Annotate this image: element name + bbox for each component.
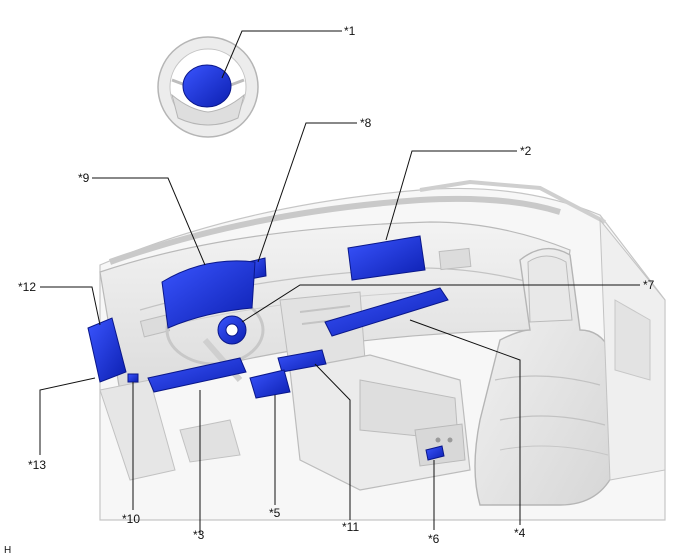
leader-lines bbox=[39, 30, 640, 535]
leader-11 bbox=[314, 363, 351, 520]
callout-10: *10 bbox=[122, 512, 141, 526]
callout-2: *2 bbox=[520, 144, 532, 158]
leader-8 bbox=[257, 122, 357, 263]
steering-wheel-airbag-part bbox=[182, 64, 232, 108]
component-2 bbox=[347, 235, 426, 281]
component-3 bbox=[147, 357, 247, 393]
leader-2 bbox=[385, 150, 517, 241]
leader-13 bbox=[39, 377, 96, 455]
component-4 bbox=[324, 287, 449, 337]
callout-9: *9 bbox=[78, 171, 90, 185]
callout-13: *13 bbox=[28, 458, 47, 472]
leader-9 bbox=[92, 177, 206, 266]
callout-6: *6 bbox=[428, 532, 440, 546]
leader-7 bbox=[241, 284, 640, 323]
leader-1 bbox=[221, 30, 342, 79]
center-console bbox=[289, 354, 471, 491]
leader-12 bbox=[40, 286, 101, 326]
callout-5: *5 bbox=[269, 506, 281, 520]
callout-11: *11 bbox=[342, 520, 360, 534]
callout-8: *8 bbox=[360, 116, 372, 130]
component-11 bbox=[277, 349, 327, 373]
component-9 bbox=[161, 260, 256, 329]
sheet-code: H bbox=[4, 545, 12, 556]
component-6 bbox=[425, 445, 445, 461]
component-10 bbox=[127, 373, 139, 383]
passenger-seat bbox=[474, 247, 616, 506]
callout-7: *7 bbox=[643, 278, 655, 292]
highlighted-components bbox=[87, 235, 449, 461]
callout-12: *12 bbox=[18, 280, 37, 294]
component-5 bbox=[249, 369, 291, 399]
callout-3: *3 bbox=[193, 528, 205, 542]
callout-1: *1 bbox=[344, 24, 356, 38]
leader-4 bbox=[409, 319, 521, 525]
callout-4: *4 bbox=[514, 526, 526, 540]
component-12 bbox=[87, 317, 127, 383]
steering-wheel-inset bbox=[157, 36, 259, 138]
